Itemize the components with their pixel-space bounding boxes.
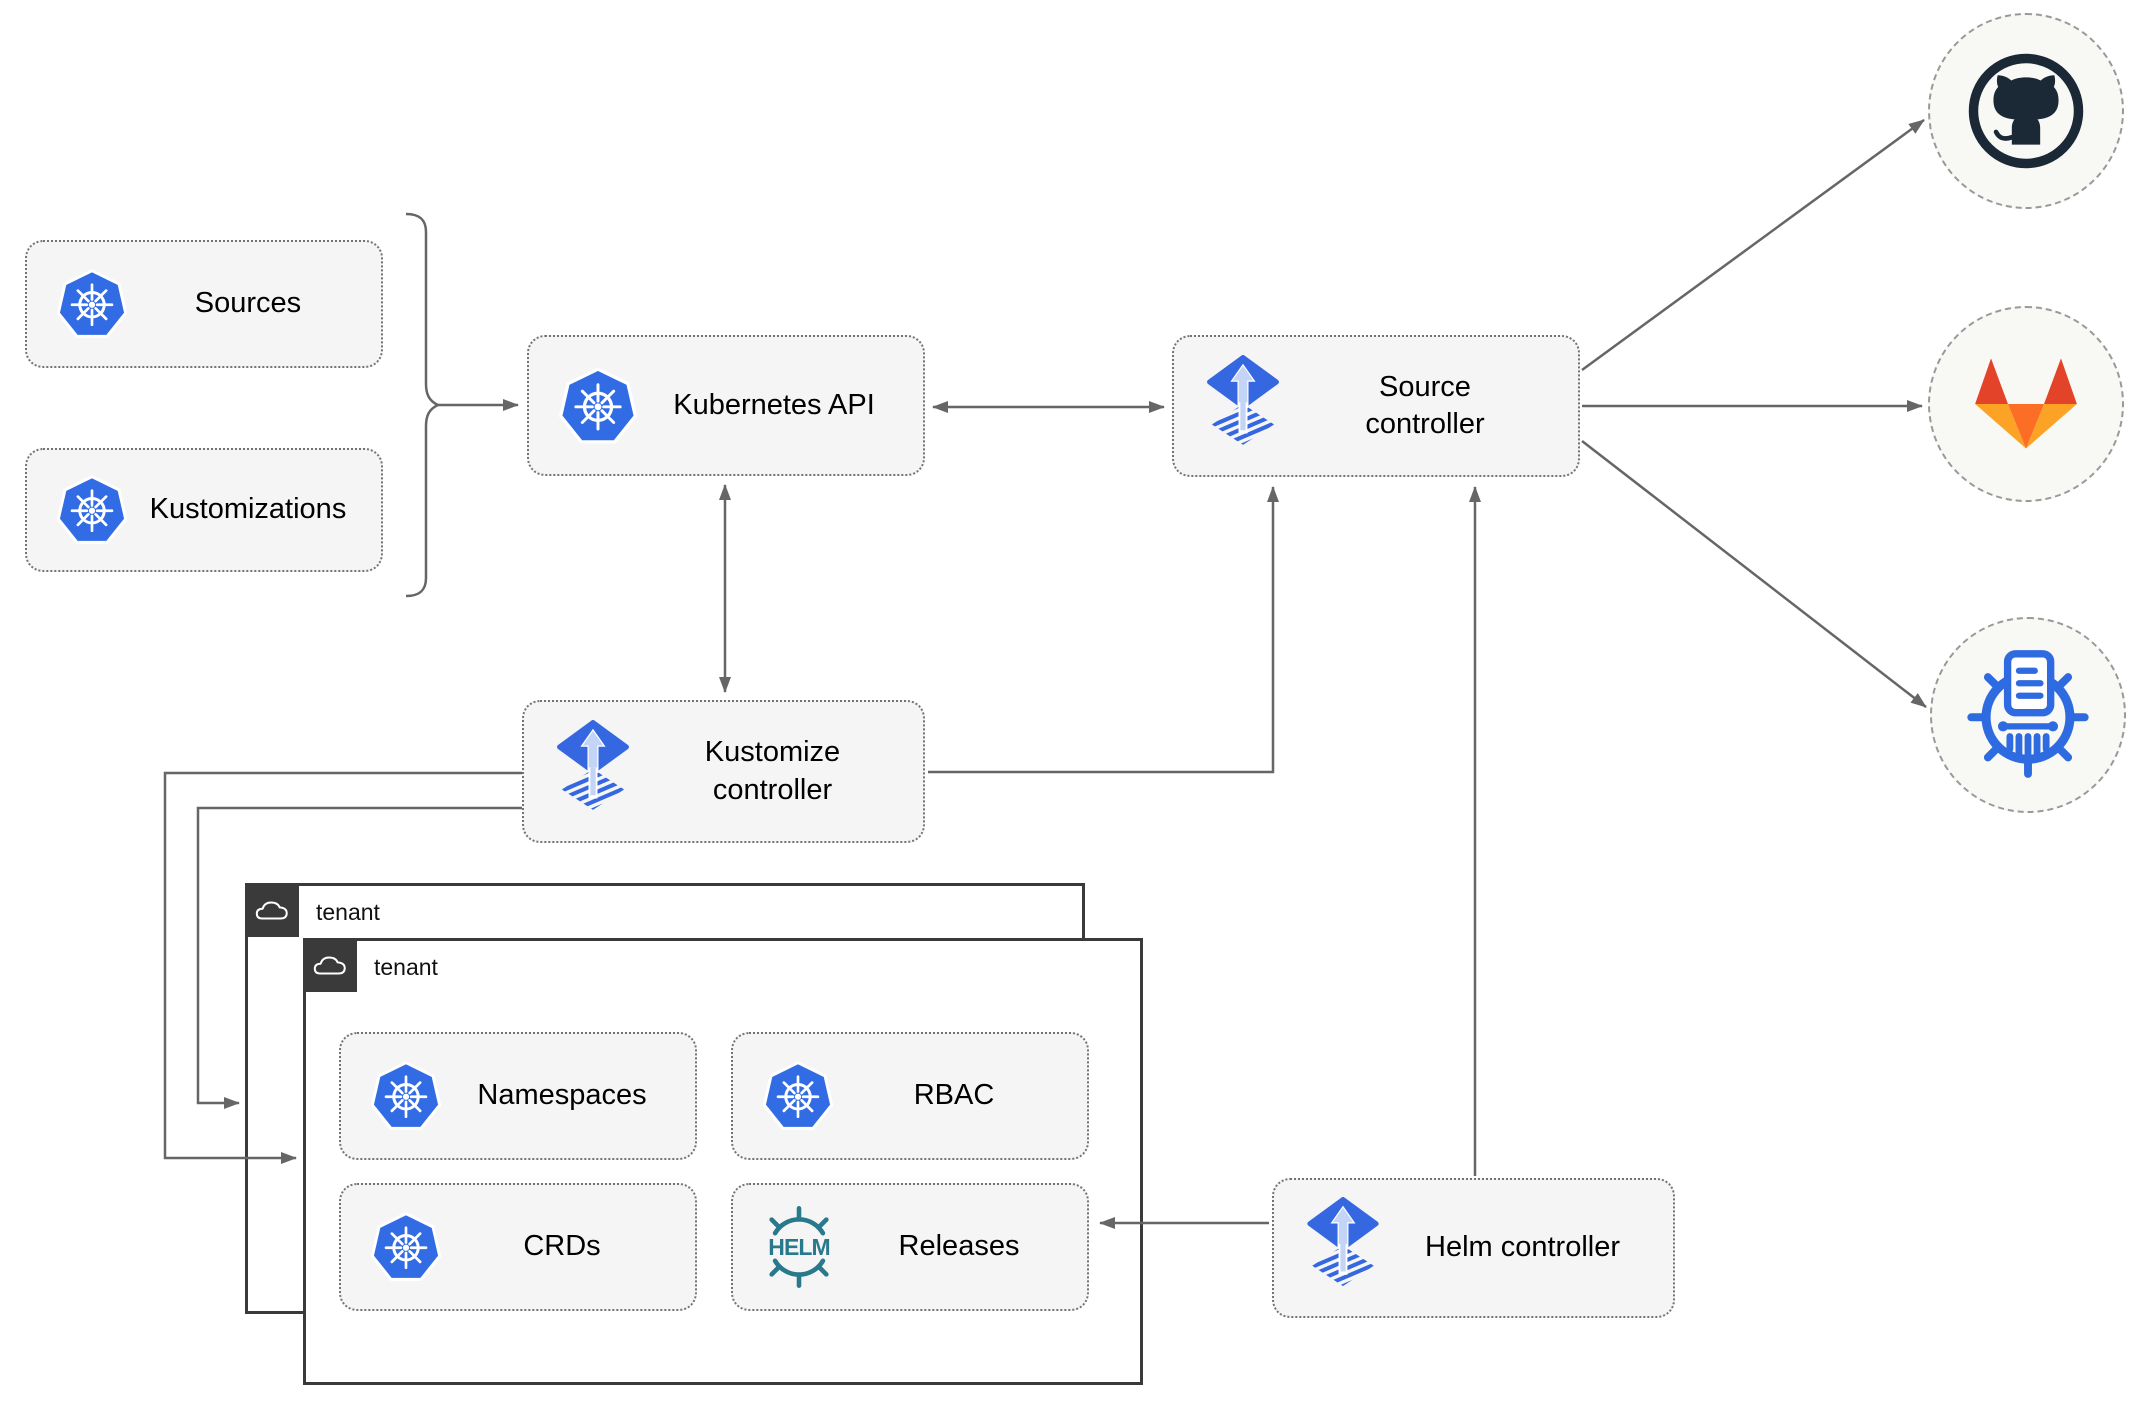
kubernetes-icon — [55, 473, 129, 547]
cloud-icon — [254, 898, 290, 923]
remote-github — [1928, 13, 2124, 209]
kubernetes-icon — [761, 1059, 835, 1133]
node-kustomize-controller: Kustomize controller — [522, 700, 925, 843]
node-label: Kubernetes API — [673, 388, 875, 421]
node-kustomizations: Kustomizations — [25, 448, 383, 572]
node-label: Source controller — [1365, 370, 1485, 440]
arrow-source-to-chartmuseum — [1581, 440, 1927, 708]
node-label: CRDs — [523, 1230, 601, 1263]
node-label: Namespaces — [477, 1079, 647, 1112]
node-rbac: RBAC — [731, 1032, 1089, 1160]
node-label: Helm controller — [1425, 1231, 1620, 1264]
node-sources: Sources — [25, 240, 383, 368]
node-releases: HELM Releases — [731, 1183, 1089, 1311]
flux-icon — [1202, 355, 1284, 458]
kubernetes-icon — [557, 365, 639, 447]
arrow-kustomize-to-sourcecontroller — [928, 486, 1279, 774]
tenant-tab — [245, 883, 299, 937]
node-label: RBAC — [913, 1079, 995, 1112]
kubernetes-icon — [369, 1210, 443, 1284]
node-crds: CRDs — [339, 1183, 697, 1311]
node-namespaces: Namespaces — [339, 1032, 697, 1160]
helm-logo-icon: HELM — [768, 1206, 831, 1288]
node-kubernetes-api: Kubernetes API — [527, 335, 925, 476]
node-label: Sources — [194, 287, 302, 320]
remote-gitlab — [1928, 306, 2124, 502]
node-label: Kustomize controller — [704, 736, 841, 806]
flux-icon — [1302, 1197, 1384, 1299]
tenant-tab — [303, 938, 357, 992]
node-label: Releases — [898, 1230, 1020, 1263]
tenant-label: tenant — [316, 899, 380, 925]
tenant-box-front: tenant — [303, 938, 1143, 1385]
node-label: Kustomizations — [149, 493, 347, 526]
gitlab-icon — [1973, 355, 2079, 453]
node-source-controller: Source controller — [1172, 335, 1580, 477]
tenant-label: tenant — [374, 954, 438, 980]
github-icon — [1963, 48, 2089, 174]
cloud-icon — [312, 953, 348, 978]
kubernetes-icon — [369, 1059, 443, 1133]
flux-icon — [552, 720, 634, 823]
helm-wordmark: HELM — [768, 1234, 829, 1260]
kubernetes-icon — [55, 267, 129, 341]
arrow-source-to-github — [1581, 118, 1925, 372]
chartmuseum-icon — [1960, 647, 2096, 783]
brace-sources-group — [405, 212, 442, 598]
remote-chartmuseum — [1930, 617, 2126, 813]
node-helm-controller: Helm controller — [1272, 1178, 1675, 1318]
